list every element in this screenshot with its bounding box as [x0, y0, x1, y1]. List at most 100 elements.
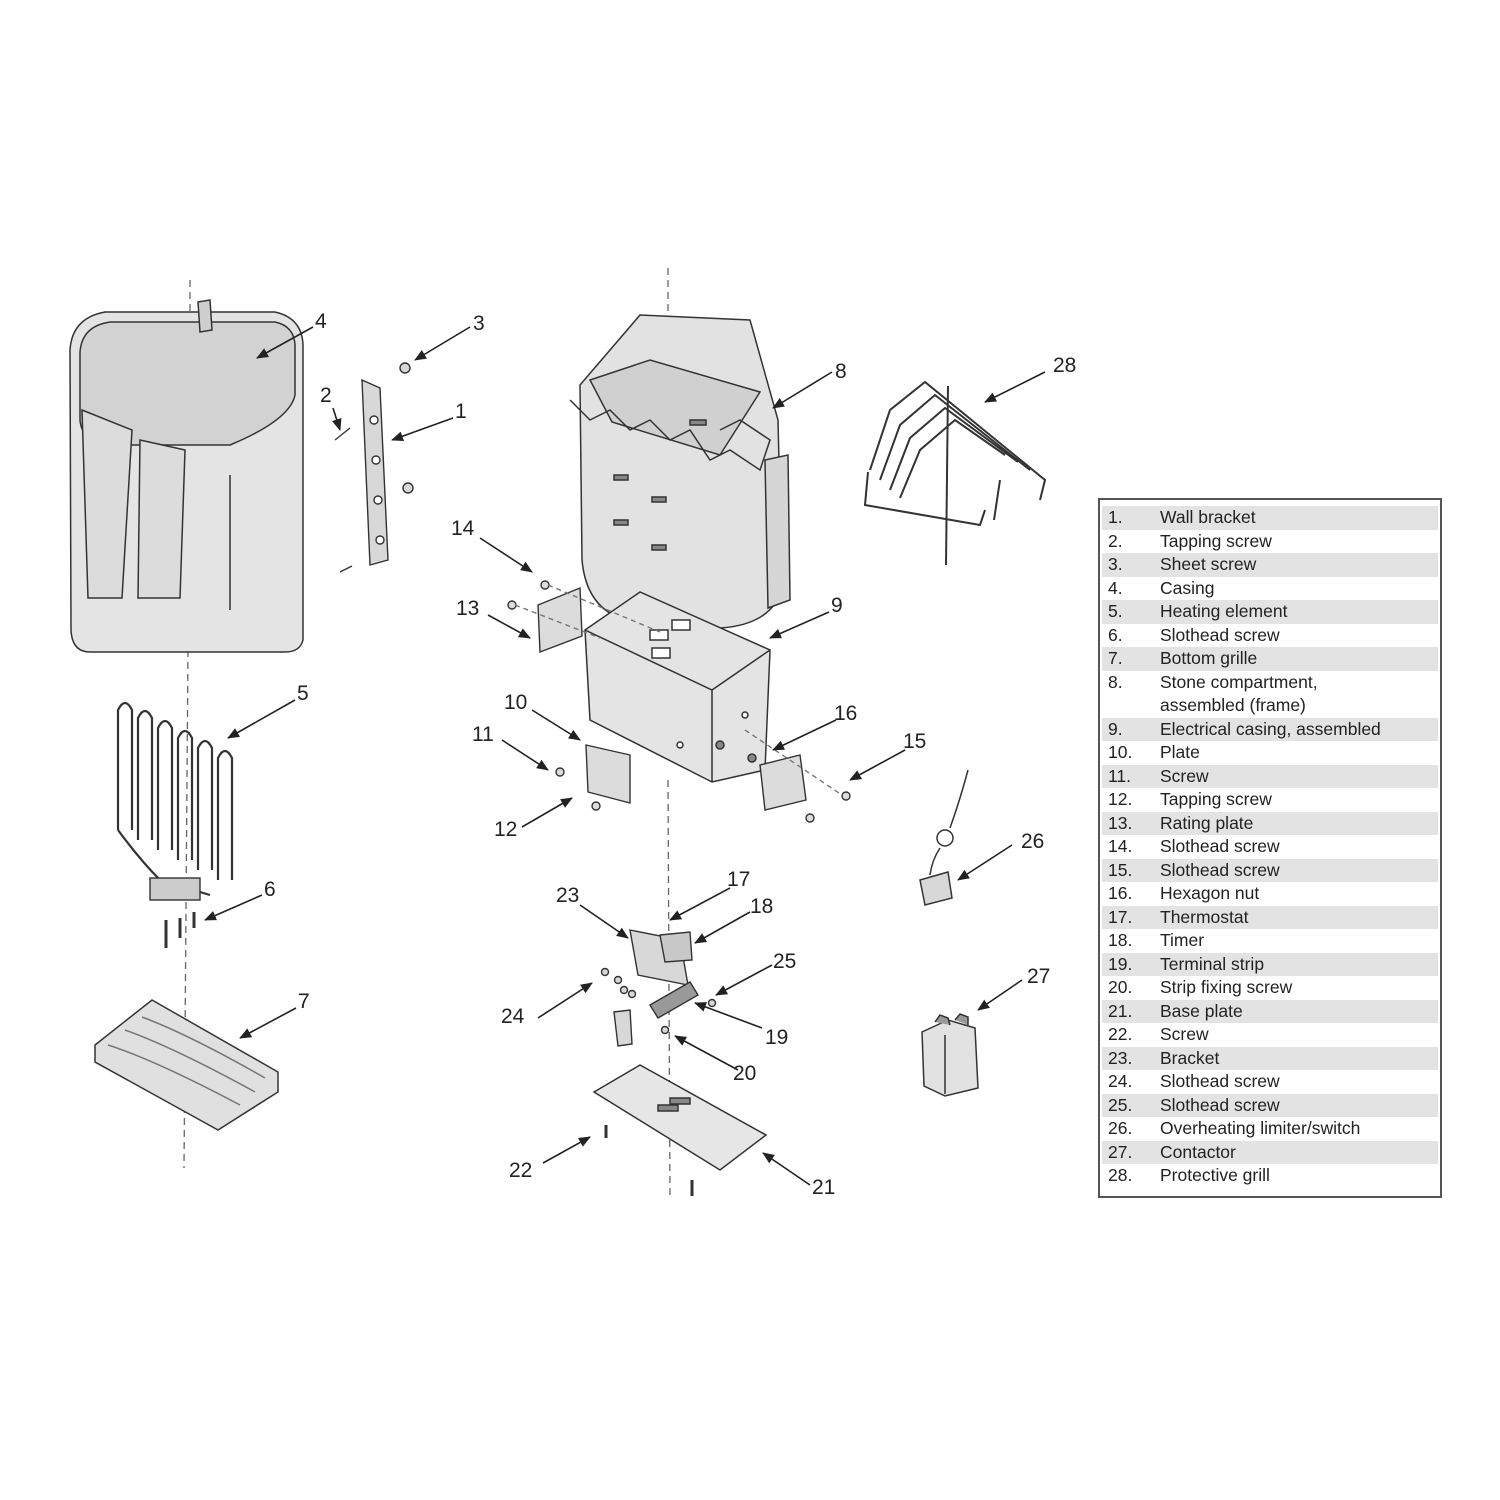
legend-number: 26. — [1108, 1118, 1133, 1138]
callout-13: 13 — [456, 597, 479, 620]
electrical-components-part — [600, 929, 717, 1047]
legend-row: 1. Wall bracket — [1102, 506, 1438, 530]
legend-label: Thermostat — [1160, 906, 1249, 927]
casing-part — [69, 299, 304, 653]
legend-label: Screw — [1160, 1024, 1209, 1044]
legend-number: 28. — [1108, 1165, 1133, 1185]
legend-label: Slothead screw — [1160, 836, 1280, 856]
legend-number: 9. — [1108, 718, 1123, 739]
legend-row: 10. Plate — [1102, 741, 1438, 765]
callout-3: 3 — [473, 312, 485, 335]
legend-label: Base plate — [1160, 1000, 1243, 1021]
legend-row: 26.Overheating limiter/switch — [1102, 1117, 1438, 1141]
legend-label: Strip fixing screw — [1160, 977, 1293, 997]
callout-18: 18 — [750, 895, 773, 918]
legend-row: 25.Slothead screw — [1102, 1093, 1438, 1117]
legend-label: Casing — [1160, 577, 1215, 598]
electrical-casing-part — [584, 591, 771, 783]
callout-22: 22 — [509, 1159, 532, 1182]
bottom-grille-part — [94, 999, 279, 1131]
legend-row: 16.Hexagon nut — [1102, 882, 1438, 906]
contactor-part — [921, 1013, 979, 1097]
legend-number: 7. — [1108, 648, 1123, 668]
legend-label: Plate — [1160, 742, 1200, 762]
callout-27: 27 — [1027, 965, 1050, 988]
callout-23: 23 — [556, 884, 579, 907]
legend-label: Screw — [1160, 765, 1209, 786]
legend-row: 19. Terminal strip — [1102, 952, 1438, 976]
legend-row: 24.Slothead screw — [1102, 1070, 1438, 1094]
legend-row: 28. Protective grill — [1102, 1164, 1438, 1188]
callout-16: 16 — [834, 702, 857, 725]
legend-number: 3. — [1108, 554, 1123, 574]
legend-label: Contactor — [1160, 1141, 1236, 1162]
legend-number: 11. — [1108, 765, 1132, 786]
callout-7: 7 — [298, 990, 310, 1013]
legend-number: 10. — [1108, 742, 1133, 762]
legend-row: 6.Slothead screw — [1102, 624, 1438, 648]
callout-17: 17 — [727, 868, 750, 891]
legend-number: 1. — [1108, 507, 1123, 527]
callout-4: 4 — [315, 310, 327, 333]
overheating-limiter-part — [919, 769, 969, 906]
legend-number: 18. — [1108, 930, 1133, 950]
legend-number: 19. — [1108, 953, 1133, 974]
legend-label: Electrical casing, assembled — [1160, 718, 1381, 739]
callout-19: 19 — [765, 1026, 788, 1049]
stone-compartment-part — [569, 314, 791, 629]
legend-number: 25. — [1108, 1094, 1133, 1115]
legend-row: 13. Rating plate — [1102, 811, 1438, 835]
callout-10: 10 — [504, 691, 527, 714]
legend-label-line-1: Stone compartment, — [1160, 671, 1318, 692]
legend-row: 14.Slothead screw — [1102, 835, 1438, 859]
legend-row: 20.Strip fixing screw — [1102, 976, 1438, 1000]
legend-number: 21. — [1108, 1000, 1133, 1021]
legend-number: 27. — [1108, 1141, 1133, 1162]
protective-grill-part — [863, 380, 1047, 566]
legend-row: 17. Thermostat — [1102, 905, 1438, 929]
cover-plates-part — [507, 580, 851, 823]
legend-number: 12. — [1108, 789, 1133, 809]
callout-20: 20 — [733, 1062, 756, 1085]
legend-row: 4. Casing — [1102, 577, 1438, 601]
legend-label: Tapping screw — [1160, 789, 1272, 809]
legend-row: 5.Heating element — [1102, 600, 1438, 624]
legend-number: 13. — [1108, 812, 1133, 833]
legend-number: 8. — [1108, 671, 1123, 692]
callout-21: 21 — [812, 1176, 835, 1199]
legend-label: Terminal strip — [1160, 953, 1265, 974]
legend-number: 5. — [1108, 601, 1123, 621]
legend-number: 17. — [1108, 906, 1133, 927]
legend-label-line-2: assembled (frame) — [1160, 695, 1306, 715]
callout-12: 12 — [494, 818, 517, 841]
legend-row: 23.Bracket — [1102, 1046, 1438, 1070]
legend-label: Protective grill — [1160, 1165, 1270, 1185]
legend-label: Timer — [1160, 930, 1205, 950]
legend-number: 24. — [1108, 1071, 1133, 1091]
legend-row: 11. Screw — [1102, 764, 1438, 788]
legend-label: Slothead screw — [1160, 859, 1280, 880]
callout-labels: 1 2 3 4 5 6 7 8 9 10 11 12 13 14 15 16 1… — [264, 310, 1076, 1199]
legend-number: 22. — [1108, 1024, 1133, 1044]
legend-label: Wall bracket — [1160, 507, 1256, 527]
legend-row: 2.Tapping screw — [1102, 530, 1438, 554]
base-plate-part — [592, 1064, 768, 1196]
callout-9: 9 — [831, 594, 843, 617]
callout-11: 11 — [472, 723, 494, 746]
legend-number: 15. — [1108, 859, 1133, 880]
callout-15: 15 — [903, 730, 926, 753]
legend-number: 4. — [1108, 577, 1123, 598]
legend-number: 23. — [1108, 1047, 1133, 1068]
legend-label: Bottom grille — [1160, 648, 1258, 668]
callout-26: 26 — [1021, 830, 1044, 853]
legend-label: Sheet screw — [1160, 554, 1257, 574]
legend-label: Rating plate — [1160, 812, 1254, 833]
legend-number: 16. — [1108, 883, 1133, 903]
wall-bracket-part — [334, 362, 414, 573]
legend-label: Tapping screw — [1160, 530, 1272, 551]
legend-number: 6. — [1108, 624, 1123, 645]
legend-label: Stone compartment, assembled (frame) — [1160, 671, 1438, 718]
callout-28: 28 — [1053, 354, 1076, 377]
callout-8: 8 — [835, 360, 847, 383]
